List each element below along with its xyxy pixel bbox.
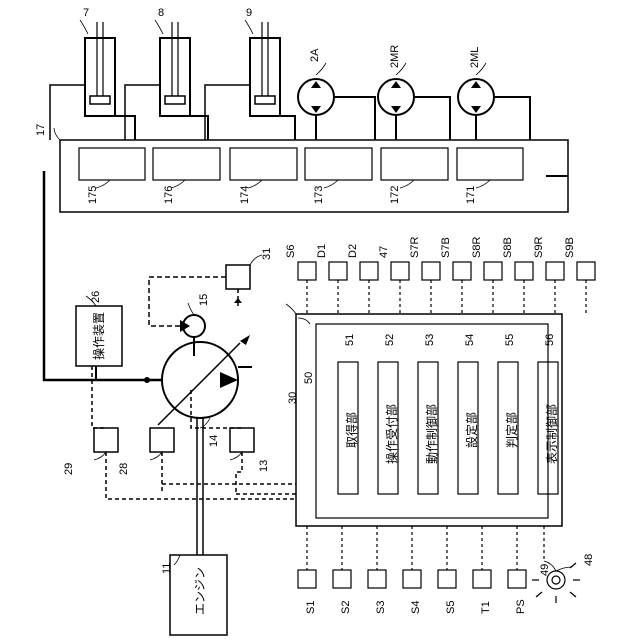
label-28: 28 bbox=[118, 463, 130, 475]
label-15: 15 bbox=[198, 294, 210, 306]
sensor-28 bbox=[150, 428, 174, 452]
sensor-29 bbox=[94, 428, 118, 452]
sensor-label-s5: S5 bbox=[445, 601, 457, 614]
label-9: 9 bbox=[246, 7, 252, 19]
cylinder-8 bbox=[125, 22, 208, 140]
label-175: 175 bbox=[87, 186, 99, 204]
sensor-13 bbox=[230, 428, 254, 452]
unit-label-52: 操作受付部 bbox=[384, 404, 399, 464]
sensor-label-s9r: S9R bbox=[533, 237, 545, 258]
unit-ref-51: 51 bbox=[344, 334, 356, 346]
label-172: 172 bbox=[389, 186, 401, 204]
sensor-label-s9b: S9B bbox=[564, 237, 576, 258]
bottom-sensors bbox=[298, 526, 544, 588]
sensor-label-t1: T1 bbox=[480, 601, 492, 614]
sensor-label-s3: S3 bbox=[375, 601, 387, 614]
label-176: 176 bbox=[163, 186, 175, 204]
label-7: 7 bbox=[83, 7, 89, 19]
label-171: 171 bbox=[465, 186, 477, 204]
cylinder-9 bbox=[205, 22, 295, 140]
label-2mr: 2MR bbox=[389, 45, 401, 68]
sensor-label-ps: PS bbox=[515, 599, 527, 614]
sensor-label-s8r: S8R bbox=[471, 237, 483, 258]
unit-label-55: 判定部 bbox=[504, 412, 519, 448]
bottom-sensor-labels: S1 S2 S3 S4 S5 T1 PS bbox=[305, 599, 527, 614]
cylinder-7 bbox=[50, 22, 135, 140]
unit-ref-53: 53 bbox=[424, 334, 436, 346]
label-173: 173 bbox=[313, 186, 325, 204]
label-14: 14 bbox=[208, 435, 220, 447]
label-48: 48 bbox=[583, 554, 595, 566]
motor-2mr bbox=[378, 79, 450, 140]
unit-label-54: 設定部 bbox=[464, 412, 479, 448]
motor-2a bbox=[298, 79, 375, 140]
sensor-label-d1: D1 bbox=[316, 244, 328, 258]
label-engine: エンジン bbox=[193, 567, 207, 615]
unit-label-51: 取得部 bbox=[344, 412, 359, 448]
sensor-label-47: 47 bbox=[378, 246, 390, 258]
unit-ref-54: 54 bbox=[464, 334, 476, 346]
label-2a: 2A bbox=[309, 48, 321, 62]
sensor-label-s1: S1 bbox=[305, 601, 317, 614]
label-13: 13 bbox=[258, 460, 270, 472]
unit-label-56: 表示制御部 bbox=[544, 404, 559, 464]
label-31: 31 bbox=[261, 248, 273, 260]
top-sensors bbox=[298, 262, 595, 314]
label-11: 11 bbox=[161, 563, 173, 574]
label-174: 174 bbox=[239, 186, 251, 204]
label-17: 17 bbox=[35, 124, 47, 136]
label-8: 8 bbox=[158, 7, 164, 19]
sensor-label-s4: S4 bbox=[410, 601, 422, 614]
engine-shaft bbox=[197, 418, 203, 555]
label-50: 50 bbox=[303, 372, 315, 384]
top-sensor-labels: S6 D1 D2 47 S7R S7B S8R S8B S9R S9B bbox=[285, 237, 576, 258]
sensor-label-s6: S6 bbox=[285, 245, 297, 258]
label-30: 30 bbox=[287, 392, 299, 404]
sensor-label-s2: S2 bbox=[340, 601, 352, 614]
label-29: 29 bbox=[63, 463, 75, 475]
unit-ref-52: 52 bbox=[384, 334, 396, 346]
label-operation-device: 操作装置 bbox=[91, 312, 106, 360]
sensor-label-s7b: S7B bbox=[440, 237, 452, 258]
label-49: 49 bbox=[539, 564, 551, 576]
motor-2ml bbox=[458, 79, 530, 140]
unit-ref-55: 55 bbox=[504, 334, 516, 346]
sensor-label-s7r: S7R bbox=[409, 237, 421, 258]
label-2ml: 2ML bbox=[469, 47, 481, 68]
unit-ref-56: 56 bbox=[544, 334, 556, 346]
sensor-label-s8b: S8B bbox=[502, 237, 514, 258]
unit-label-53: 動作制御部 bbox=[424, 404, 439, 464]
label-26: 26 bbox=[90, 291, 102, 303]
sensor-label-d2: D2 bbox=[347, 244, 359, 258]
